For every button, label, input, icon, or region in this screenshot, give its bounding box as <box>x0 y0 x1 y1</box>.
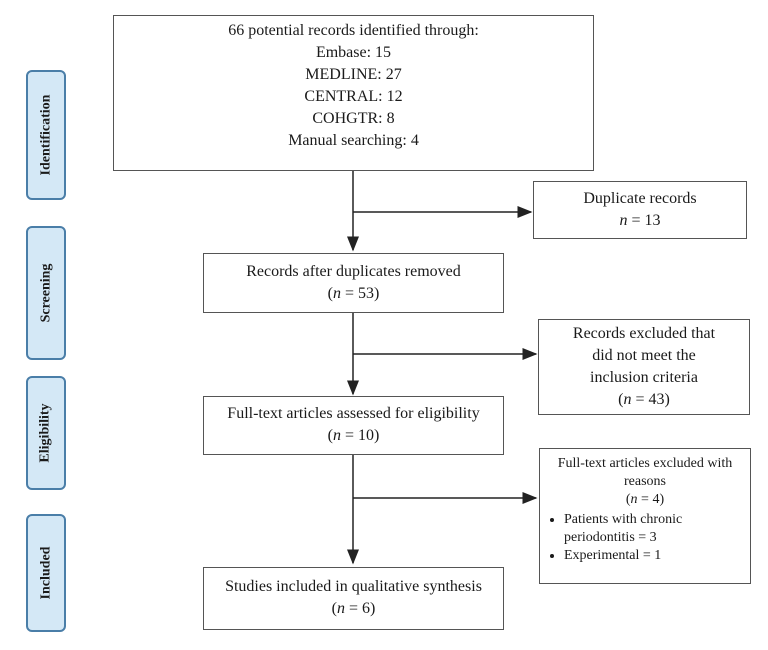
stage-included: Included <box>26 514 66 632</box>
included-count: (n = 6) <box>331 600 376 617</box>
eligibility-count: (n = 10) <box>327 427 380 444</box>
screening-box: Records after duplicates removed (n = 53… <box>203 253 504 313</box>
exclusion-reason-item: Patients with chronic periodontitis = 3 <box>564 511 744 547</box>
identification-line-3: MEDLINE: 27 <box>305 66 402 83</box>
stage-identification: Identification <box>26 70 66 200</box>
duplicates-box: Duplicate records n = 13 <box>533 181 747 239</box>
stage-eligibility: Eligibility <box>26 376 66 490</box>
included-box: Studies included in qualitative synthesi… <box>203 567 504 630</box>
eligibility-box: Full-text articles assessed for eligibil… <box>203 396 504 455</box>
identification-line-1: 66 potential records identified through: <box>228 22 479 39</box>
duplicates-title: Duplicate records <box>583 190 697 207</box>
identification-line-2: Embase: 15 <box>315 44 392 61</box>
exclusion-reasons-list: Patients with chronic periodontitis = 3 … <box>546 511 744 565</box>
fulltext-excluded-line-1: Full-text articles excluded with <box>557 456 733 471</box>
fulltext-excluded-box: Full-text articles excluded with reasons… <box>539 448 751 584</box>
screening-title: Records after duplicates removed <box>246 263 461 280</box>
exclusion-reason-item: Experimental = 1 <box>564 547 744 565</box>
identification-line-6: Manual searching: 4 <box>288 132 419 149</box>
eligibility-title: Full-text articles assessed for eligibil… <box>227 405 480 422</box>
excluded-line-2: did not meet the <box>592 347 696 364</box>
excluded-line-1: Records excluded that <box>572 325 716 342</box>
excluded-count: (n = 43) <box>618 391 670 408</box>
excluded-line-3: inclusion criteria <box>590 369 698 386</box>
identification-line-4: CENTRAL: 12 <box>304 88 403 105</box>
stage-screening: Screening <box>26 226 66 360</box>
duplicates-count: n = 13 <box>619 212 661 229</box>
included-title: Studies included in qualitative synthesi… <box>225 578 482 595</box>
identification-box: 66 potential records identified through:… <box>113 15 594 171</box>
identification-line-5: COHGTR: 8 <box>312 110 395 127</box>
screening-count: (n = 53) <box>327 285 380 302</box>
fulltext-excluded-count: (n = 4) <box>625 492 665 507</box>
fulltext-excluded-line-2: reasons <box>624 474 666 489</box>
records-excluded-box: Records excluded that did not meet the i… <box>538 319 750 415</box>
